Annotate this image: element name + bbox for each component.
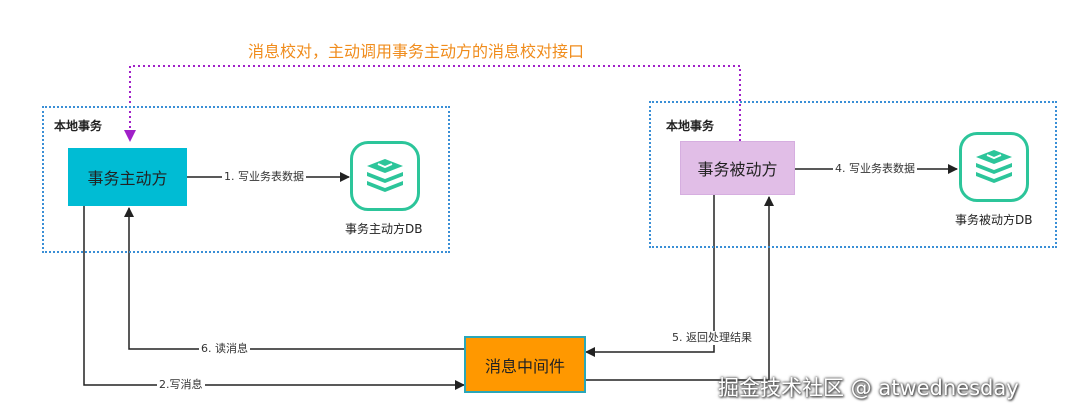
node-transaction-participant[interactable]: 事务被动方 [680,141,795,195]
edge-6-label: 6. 读消息 [199,342,250,356]
watermark: 掘金技术社区 @ atwednesday [718,376,1019,400]
database-stack-icon [367,159,403,192]
edge-6-line [124,207,464,350]
database-stack-icon [976,150,1012,183]
callback-arrow [124,65,741,142]
participant-db-icon[interactable] [959,132,1029,202]
zone-initiator [42,106,450,253]
participant-db-label: 事务被动方DB [955,213,1033,227]
node-message-middleware[interactable]: 消息中间件 [464,336,586,393]
edge-2-label: 2.写消息 [157,378,205,392]
edge-3-line [586,196,774,381]
zone-initiator-label: 本地事务 [54,119,103,133]
edge-5-label: 5. 返回处理结果 [670,331,754,345]
callback-note: 消息校对，主动调用事务主动方的消息校对接口 [248,42,585,61]
node-message-middleware-label: 消息中间件 [484,356,565,376]
node-transaction-participant-label: 事务被动方 [697,160,778,179]
edge-2-line [83,206,465,390]
initiator-db-label: 事务主动方DB [345,222,423,236]
edge-1-label: 1. 写业务表数据 [222,170,306,184]
initiator-db-icon[interactable] [350,141,420,211]
node-transaction-initiator-label: 事务主动方 [87,169,168,188]
zone-participant-label: 本地事务 [666,119,715,133]
zone-participant [649,101,1057,248]
node-transaction-initiator[interactable]: 事务主动方 [68,148,187,206]
edge-4-label: 4. 写业务表数据 [833,162,917,176]
